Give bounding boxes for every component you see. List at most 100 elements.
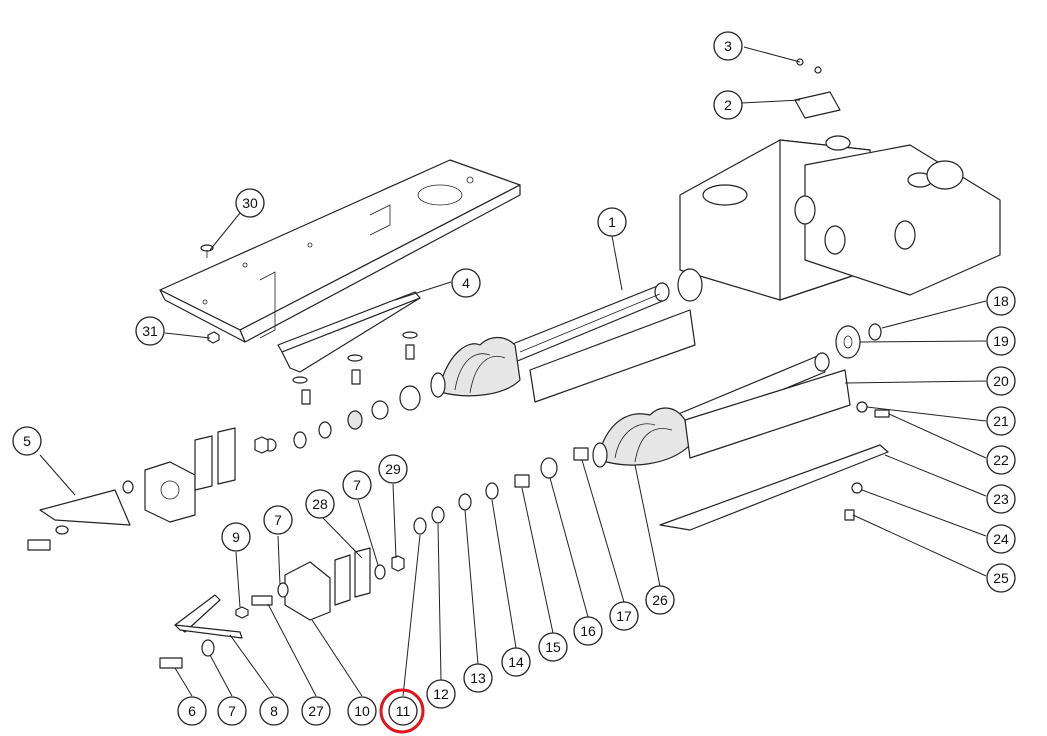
svg-text:23: 23 bbox=[993, 491, 1009, 507]
callout-28: 28 bbox=[305, 489, 335, 519]
svg-text:1: 1 bbox=[608, 214, 616, 230]
callout-7-c: 7 bbox=[342, 470, 372, 500]
callout-14: 14 bbox=[501, 647, 531, 677]
svg-text:28: 28 bbox=[312, 496, 328, 512]
svg-text:7: 7 bbox=[274, 512, 282, 528]
strip-23 bbox=[659, 444, 889, 531]
svg-text:9: 9 bbox=[232, 529, 240, 545]
callout-10: 10 bbox=[347, 696, 377, 726]
callout-7-b: 7 bbox=[263, 505, 293, 535]
svg-text:29: 29 bbox=[385, 461, 401, 477]
svg-text:16: 16 bbox=[580, 623, 596, 639]
bolt-22 bbox=[874, 409, 890, 418]
callout-16: 16 bbox=[573, 616, 603, 646]
bracket-2 bbox=[794, 91, 841, 119]
svg-text:13: 13 bbox=[470, 670, 486, 686]
svg-text:18: 18 bbox=[993, 293, 1009, 309]
callout-17: 17 bbox=[609, 601, 639, 631]
svg-text:31: 31 bbox=[142, 323, 158, 339]
leader-lines bbox=[39, 46, 987, 697]
svg-text:2: 2 bbox=[724, 97, 732, 113]
flange-10 bbox=[284, 561, 331, 621]
svg-text:12: 12 bbox=[433, 686, 449, 702]
callout-24: 24 bbox=[986, 524, 1016, 554]
callout-31: 31 bbox=[135, 316, 165, 346]
bearing-flange bbox=[144, 427, 236, 523]
washer-7 bbox=[201, 639, 215, 657]
callout-1: 1 bbox=[597, 207, 627, 237]
gearbox bbox=[677, 135, 1001, 302]
highlight-ring bbox=[379, 688, 425, 734]
callout-18: 18 bbox=[986, 286, 1016, 316]
svg-text:15: 15 bbox=[545, 639, 561, 655]
callout-5: 5 bbox=[12, 426, 42, 456]
svg-text:19: 19 bbox=[993, 333, 1009, 349]
callout-12: 12 bbox=[426, 679, 456, 709]
bolt-25 bbox=[844, 509, 855, 521]
spacers-11-17 bbox=[413, 447, 589, 535]
callout-22: 22 bbox=[986, 445, 1016, 475]
callout-11: 11 bbox=[388, 696, 418, 726]
svg-text:5: 5 bbox=[23, 433, 31, 449]
callout-8: 8 bbox=[259, 696, 289, 726]
callout-9: 9 bbox=[221, 522, 251, 552]
nut-31 bbox=[207, 331, 220, 344]
bushing-16 bbox=[540, 457, 558, 479]
callout-bubbles: 1 2 3 4 5 6 7 7 7 8 9 10 11 12 13 14 15 … bbox=[12, 31, 1016, 726]
bushing-15 bbox=[514, 474, 530, 488]
washer-19 bbox=[835, 325, 861, 359]
parts-drawing bbox=[27, 58, 1001, 669]
washer-24 bbox=[851, 482, 863, 494]
bushing-17 bbox=[573, 447, 589, 461]
svg-text:27: 27 bbox=[308, 703, 324, 719]
svg-text:26: 26 bbox=[652, 592, 668, 608]
nut-9 bbox=[235, 606, 249, 619]
svg-text:14: 14 bbox=[508, 654, 524, 670]
callout-25: 25 bbox=[986, 563, 1016, 593]
svg-text:22: 22 bbox=[993, 452, 1009, 468]
callout-20: 20 bbox=[986, 366, 1016, 396]
auger-shaft-1 bbox=[430, 282, 670, 398]
svg-text:20: 20 bbox=[993, 373, 1009, 389]
svg-text:3: 3 bbox=[724, 38, 732, 54]
svg-text:7: 7 bbox=[353, 477, 361, 493]
svg-text:7: 7 bbox=[228, 703, 236, 719]
callout-7-a: 7 bbox=[217, 696, 247, 726]
svg-text:11: 11 bbox=[396, 703, 411, 719]
callout-13: 13 bbox=[463, 663, 493, 693]
callout-26: 26 bbox=[645, 585, 675, 615]
small-bolts bbox=[292, 331, 418, 405]
callout-27: 27 bbox=[301, 696, 331, 726]
callout-19: 19 bbox=[986, 326, 1016, 356]
svg-text:30: 30 bbox=[242, 195, 258, 211]
washer-21 bbox=[856, 401, 868, 413]
svg-text:4: 4 bbox=[462, 275, 470, 291]
callout-23: 23 bbox=[986, 484, 1016, 514]
screw-3b bbox=[814, 66, 822, 74]
callout-15: 15 bbox=[538, 632, 568, 662]
auger-26 bbox=[592, 352, 851, 468]
ring-14 bbox=[485, 482, 499, 500]
ring-12 bbox=[431, 506, 445, 524]
callout-30: 30 bbox=[235, 188, 265, 218]
svg-text:17: 17 bbox=[616, 608, 632, 624]
frame-bracket bbox=[159, 159, 521, 343]
plates-28 bbox=[334, 554, 351, 606]
callout-6: 6 bbox=[177, 696, 207, 726]
svg-text:6: 6 bbox=[188, 703, 196, 719]
callout-2: 2 bbox=[713, 90, 743, 120]
callout-21: 21 bbox=[986, 406, 1016, 436]
callout-3: 3 bbox=[713, 31, 743, 61]
spacer-stack bbox=[254, 385, 421, 454]
ring-18 bbox=[868, 323, 882, 341]
callout-4: 4 bbox=[451, 268, 481, 298]
svg-text:21: 21 bbox=[993, 413, 1009, 429]
bolt-30 bbox=[200, 244, 214, 258]
ring-13 bbox=[458, 493, 472, 511]
plate-20 bbox=[529, 309, 696, 403]
svg-text:10: 10 bbox=[354, 703, 370, 719]
svg-text:24: 24 bbox=[993, 531, 1009, 547]
callout-29: 29 bbox=[378, 454, 408, 484]
bracket-5 bbox=[39, 489, 131, 526]
ring-11 bbox=[413, 517, 427, 535]
